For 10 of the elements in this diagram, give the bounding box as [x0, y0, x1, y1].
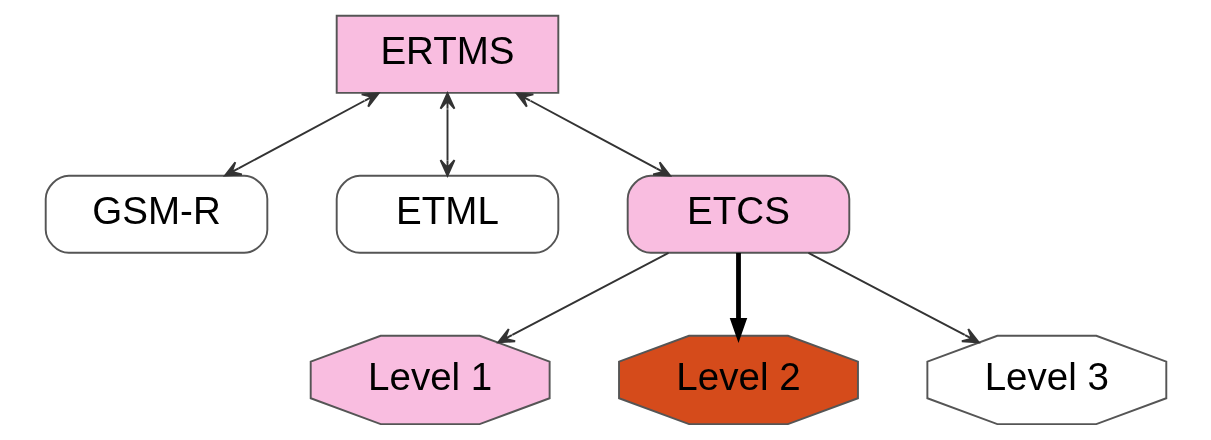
node-box: ETML	[335, 174, 559, 254]
arrow	[496, 251, 669, 344]
arrow	[439, 92, 455, 177]
node-box: GSM-R	[44, 174, 268, 254]
arrow	[807, 251, 980, 344]
arrow	[729, 252, 747, 344]
node-box: ERTMS	[335, 14, 559, 94]
arrow	[515, 92, 671, 177]
arrow	[223, 92, 380, 177]
node-box: ETCS	[626, 174, 850, 254]
